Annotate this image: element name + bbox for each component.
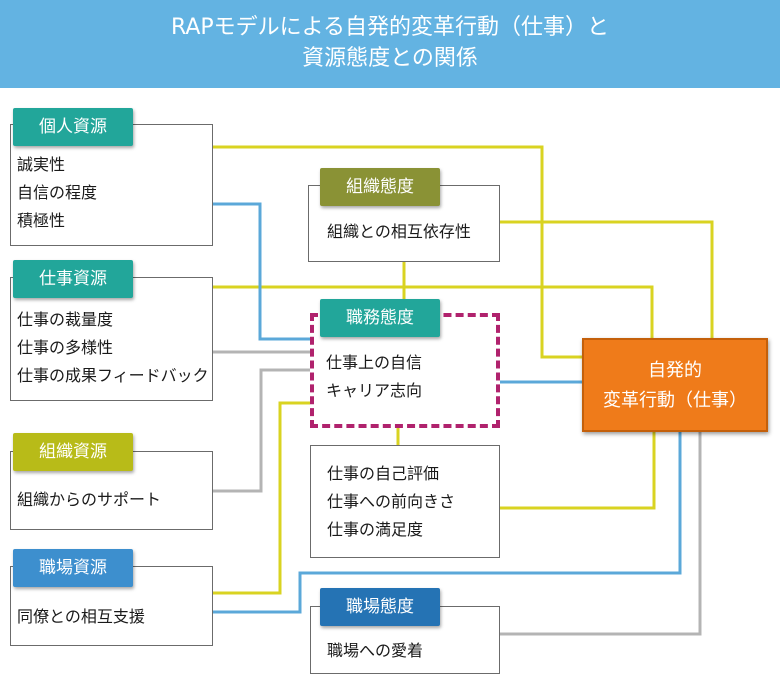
workplace-attitude-label: 職場態度 bbox=[320, 588, 440, 626]
organization-resource-item-1: 組織からのサポート bbox=[17, 490, 162, 509]
job-evaluation-item-1: 仕事の自己評価 bbox=[327, 464, 440, 483]
job-attitude-label: 職務態度 bbox=[320, 299, 440, 337]
proactive-behavior-line-2: 変革行動（仕事） bbox=[603, 390, 747, 411]
title-line-2: 資源態度との関係 bbox=[302, 46, 478, 71]
job-resource-item-1: 仕事の裁量度 bbox=[17, 310, 114, 329]
job-resource-item-3: 仕事の成果フィードバック bbox=[17, 366, 209, 385]
line-personal-to-duty bbox=[213, 202, 310, 341]
proactive-behavior-box: 自発的 変革行動（仕事） bbox=[582, 338, 768, 432]
personal-resource-item-1: 誠実性 bbox=[17, 155, 66, 174]
workplace-attitude-item-1: 職場への愛着 bbox=[327, 641, 424, 660]
line-workplace-to-behavior bbox=[213, 432, 682, 614]
proactive-behavior-line-1: 自発的 bbox=[648, 360, 702, 381]
title-line-1: RAPモデルによる自発的変革行動（仕事）と bbox=[170, 15, 610, 40]
line-job-to-behavior bbox=[213, 285, 654, 338]
job-attitude-item-2: キャリア志向 bbox=[326, 381, 423, 400]
line-org-resource-to-duty bbox=[213, 368, 310, 493]
job-evaluation-item-3: 仕事の満足度 bbox=[327, 520, 424, 539]
line-org-attitude-to-behavior bbox=[500, 220, 714, 338]
organization-attitude-item-1: 組織との相互依存性 bbox=[327, 222, 471, 241]
personal-resource-item-3: 積極性 bbox=[17, 211, 66, 230]
personal-resource-label: 個人資源 bbox=[13, 108, 133, 146]
job-attitude-item-1: 仕事上の自信 bbox=[326, 353, 423, 372]
job-evaluation-box: 仕事の自己評価 仕事への前向きさ 仕事の満足度 bbox=[310, 445, 500, 558]
line-eval-to-behavior bbox=[500, 432, 656, 510]
personal-resource-item-2: 自信の程度 bbox=[17, 183, 98, 202]
job-resource-item-2: 仕事の多様性 bbox=[17, 338, 114, 357]
title-banner: RAPモデルによる自発的変革行動（仕事）と 資源態度との関係 bbox=[0, 0, 780, 88]
organization-resource-label: 組織資源 bbox=[13, 433, 133, 471]
line-workplace-to-duty bbox=[213, 401, 310, 595]
job-resource-label: 仕事資源 bbox=[13, 260, 133, 298]
workplace-resource-label: 職場資源 bbox=[13, 549, 133, 587]
organization-attitude-label: 組織態度 bbox=[320, 168, 440, 206]
job-evaluation-item-2: 仕事への前向きさ bbox=[327, 492, 456, 511]
line-personal-to-behavior bbox=[213, 145, 582, 359]
line-workplace-attitude-to-behavior bbox=[500, 432, 702, 636]
workplace-resource-item-1: 同僚との相互支援 bbox=[17, 607, 145, 626]
